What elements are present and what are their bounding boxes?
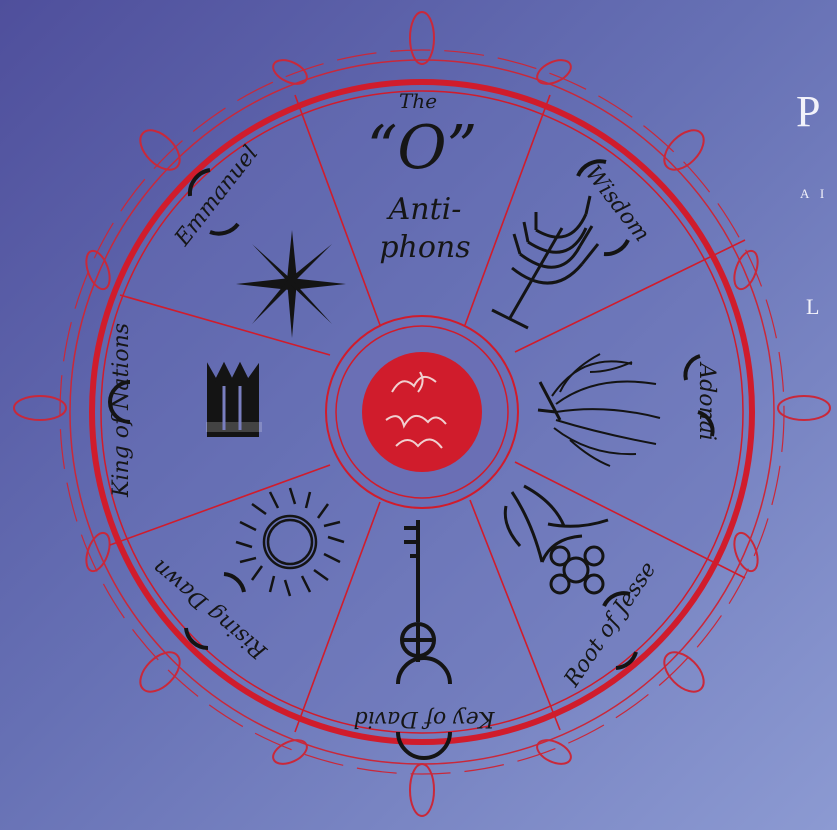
center-flame-emblem-icon: [362, 352, 482, 472]
segment-label-adonai: Adonai: [694, 361, 719, 441]
side-subheading: A I: [800, 186, 828, 202]
title-the: The: [399, 89, 437, 113]
wedge-title: The “O” Anti- phons: [367, 89, 478, 265]
segment-label-key-of-david: Key of David: [354, 706, 496, 731]
side-heading: P: [796, 86, 820, 137]
title-anti: Anti-: [386, 192, 462, 227]
title-o: “O”: [367, 113, 478, 183]
title-phons: phons: [379, 230, 470, 265]
side-caption: L: [806, 294, 819, 320]
